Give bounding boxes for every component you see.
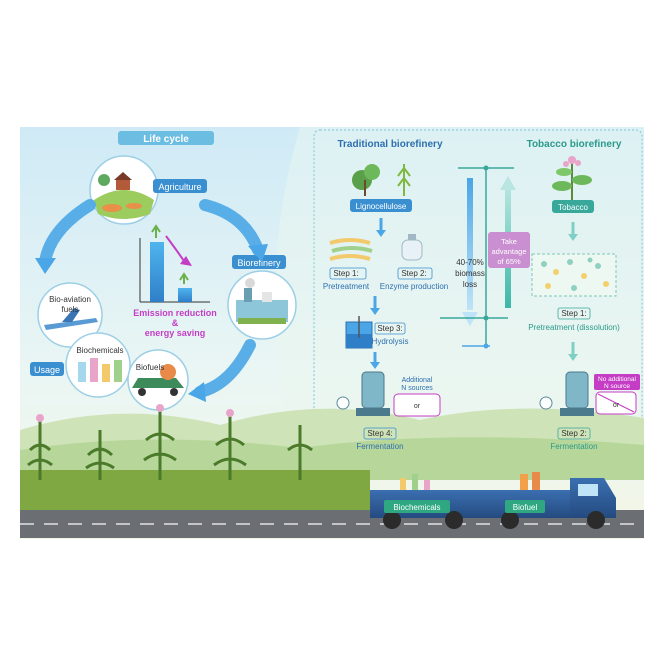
biochemicals-life-label: Biochemicals — [76, 346, 123, 355]
advantage-line-3: of 65% — [497, 257, 521, 266]
emission-line-3: energy saving — [145, 328, 206, 338]
no-n-source-note: No additional N source or — [594, 374, 640, 415]
emission-line-2: & — [172, 318, 179, 328]
loss-line-2: biomass — [455, 269, 485, 278]
tob-step2-box — [557, 427, 591, 440]
tob-arrowhead-2 — [568, 354, 578, 361]
tob-fermenter — [539, 371, 594, 416]
agriculture-badge: Agriculture — [153, 179, 207, 193]
cycle-arrow-agri-to-bio — [199, 199, 264, 256]
emission-line-1: Emission reduction — [133, 308, 217, 318]
trad-step2-label: Enzyme production — [380, 282, 448, 291]
pretreatment-illustration — [329, 238, 373, 261]
tob-step2-title: Step 2: — [561, 429, 586, 438]
tobacco-field — [20, 404, 370, 514]
hydrolysis-tank — [345, 316, 373, 349]
advantage-badge: Take advantage of 65% — [488, 232, 530, 268]
tobacco-title: Tobacco biorefinery — [527, 139, 622, 150]
trad-fermenter — [336, 371, 390, 416]
truck-biochemicals-badge: Biochemicals — [384, 500, 450, 513]
lignocellulose-badge: Lignocellulose — [350, 199, 412, 212]
tob-step2-label: Fermentation — [550, 442, 597, 451]
trad-step3-box — [374, 322, 406, 335]
bio-aviation-label-1: Bio-aviation — [49, 295, 91, 304]
trad-step2-box — [397, 267, 433, 280]
trad-step1-box — [329, 267, 367, 280]
no-n-source-line-1: No additional — [598, 376, 636, 383]
tobacco-plant — [552, 156, 592, 200]
trad-step4-box — [363, 427, 397, 440]
dissolution-illustration — [531, 253, 617, 297]
cycle-arrow-bio-to-usage — [194, 339, 256, 398]
trad-step4-title: Step 4: — [367, 429, 392, 438]
traditional-title: Traditional biorefinery — [337, 139, 442, 150]
biomass-loss-arrow — [440, 165, 514, 349]
enzyme-illustration — [401, 234, 423, 261]
n-sources-line-1: Additional — [402, 377, 433, 384]
cycle-arrow-head-3 — [35, 258, 56, 274]
life-cycle-title-badge: Life cycle — [118, 131, 214, 145]
bio-aviation-label-2: fuels — [62, 305, 79, 314]
emission-chart — [139, 224, 210, 303]
usage-badge: Usage — [30, 362, 64, 376]
biofuels-illustration: Biofuels — [127, 349, 189, 411]
biochemicals-illustration: Biochemicals — [65, 332, 131, 398]
advantage-line-1: Take — [501, 237, 517, 246]
trad-step4-label: Fermentation — [356, 442, 403, 451]
cycle-arrow-head-1 — [248, 244, 268, 262]
tob-step1-box — [557, 307, 591, 320]
lignocellulose-label: Lignocellulose — [356, 202, 407, 211]
tob-arrowhead-1 — [568, 234, 578, 241]
trad-arrowhead-2 — [370, 308, 380, 315]
tob-step1-title: Step 1: — [561, 309, 586, 318]
biofuels-label: Biofuels — [136, 363, 164, 372]
tobacco-label: Tobacco — [558, 203, 588, 212]
cycle-arrow-agri-to-usage — [39, 199, 96, 268]
trad-step2-title: Step 2: — [401, 269, 426, 278]
trad-step3-title: Step 3: — [377, 324, 402, 333]
trad-arrowhead-1 — [376, 230, 386, 237]
trad-step1-label: Pretreatment — [323, 282, 370, 291]
life-cycle-title: Life cycle — [143, 134, 189, 145]
loss-line-3: loss — [463, 280, 477, 289]
tob-or: or — [613, 402, 620, 409]
trad-step1-title: Step 1: — [333, 269, 358, 278]
agriculture-label: Agriculture — [158, 182, 201, 192]
truck-biochemicals-label: Biochemicals — [393, 503, 440, 512]
biorefinery-label: Biorefinery — [237, 258, 281, 268]
tobacco-badge: Tobacco — [552, 200, 594, 213]
trad-step3-label: Hydrolysis — [372, 337, 409, 346]
biorefinery-illustration — [227, 270, 297, 340]
loss-line-1: 40-70% — [456, 258, 484, 267]
agriculture-illustration — [89, 155, 159, 225]
no-n-source-line-2: N source — [604, 383, 630, 390]
cycle-arrow-head-2 — [188, 382, 206, 402]
n-sources-line-2: N sources — [401, 385, 433, 392]
biorefinery-badge: Biorefinery — [232, 255, 286, 269]
truck-biofuel-badge: Biofuel — [505, 500, 545, 513]
trad-or: or — [414, 403, 421, 410]
additional-n-sources-note: or — [393, 393, 441, 417]
trad-arrowhead-3 — [370, 362, 380, 369]
near-hills — [20, 437, 644, 480]
lignocellulose-plants — [352, 164, 411, 196]
truck-biofuel-label: Biofuel — [513, 503, 538, 512]
tob-step1-label: Pretreatment (dissolution) — [528, 323, 620, 332]
advantage-line-2: advantage — [491, 247, 526, 256]
aviation-illustration: Bio-aviation fuels — [37, 282, 103, 348]
usage-label: Usage — [34, 365, 60, 375]
